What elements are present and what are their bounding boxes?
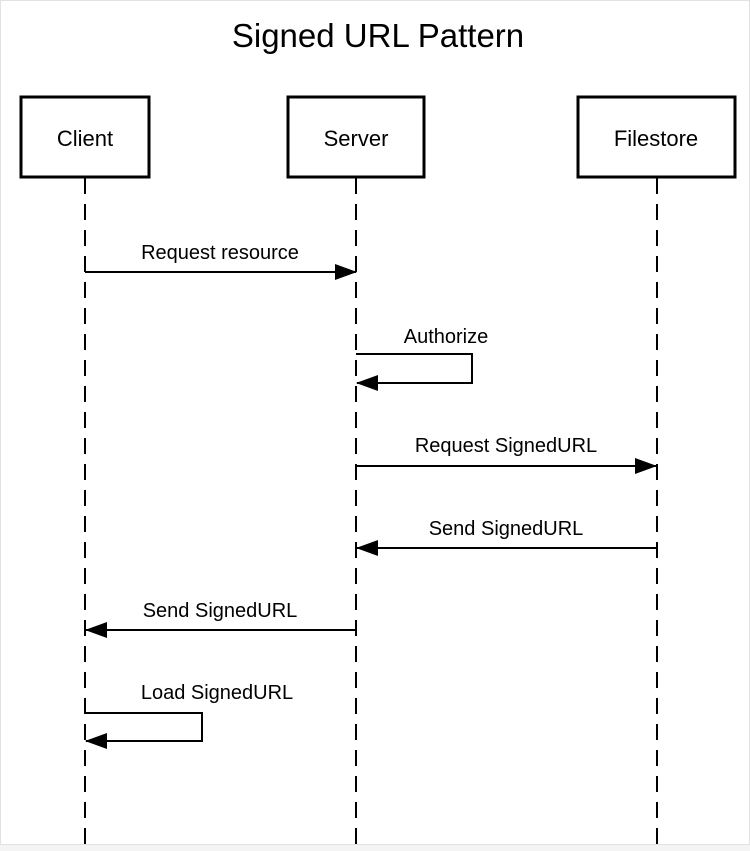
participant-client: Client (19, 95, 151, 179)
participant-filestore: Filestore (576, 95, 737, 179)
message-send-signedurl-to-client: Send SignedURL (85, 600, 356, 638)
participant-label: Client (57, 126, 113, 151)
message-label: Authorize (404, 326, 489, 348)
participant-label: Server (324, 126, 389, 151)
participant-box (286, 95, 426, 179)
self-message-arrow (85, 712, 203, 749)
message-load-signedurl: Load SignedURL (85, 682, 293, 749)
participant-label: Filestore (614, 126, 698, 151)
participant-server: Server (286, 95, 426, 179)
message-send-signedurl-to-server: Send SignedURL (356, 518, 656, 556)
message-request-resource: Request resource (85, 242, 357, 280)
participant-box (19, 95, 151, 179)
self-message-arrow (356, 353, 473, 391)
message-request-signedurl: Request SignedURL (356, 435, 657, 474)
participant-box (576, 95, 737, 179)
message-authorize: Authorize (356, 326, 489, 391)
message-label: Request resource (141, 242, 299, 264)
message-label: Request SignedURL (415, 435, 597, 457)
message-label: Send SignedURL (429, 518, 584, 540)
message-label: Load SignedURL (141, 682, 293, 704)
message-label: Send SignedURL (143, 600, 298, 622)
diagram-title: Signed URL Pattern (232, 17, 524, 54)
